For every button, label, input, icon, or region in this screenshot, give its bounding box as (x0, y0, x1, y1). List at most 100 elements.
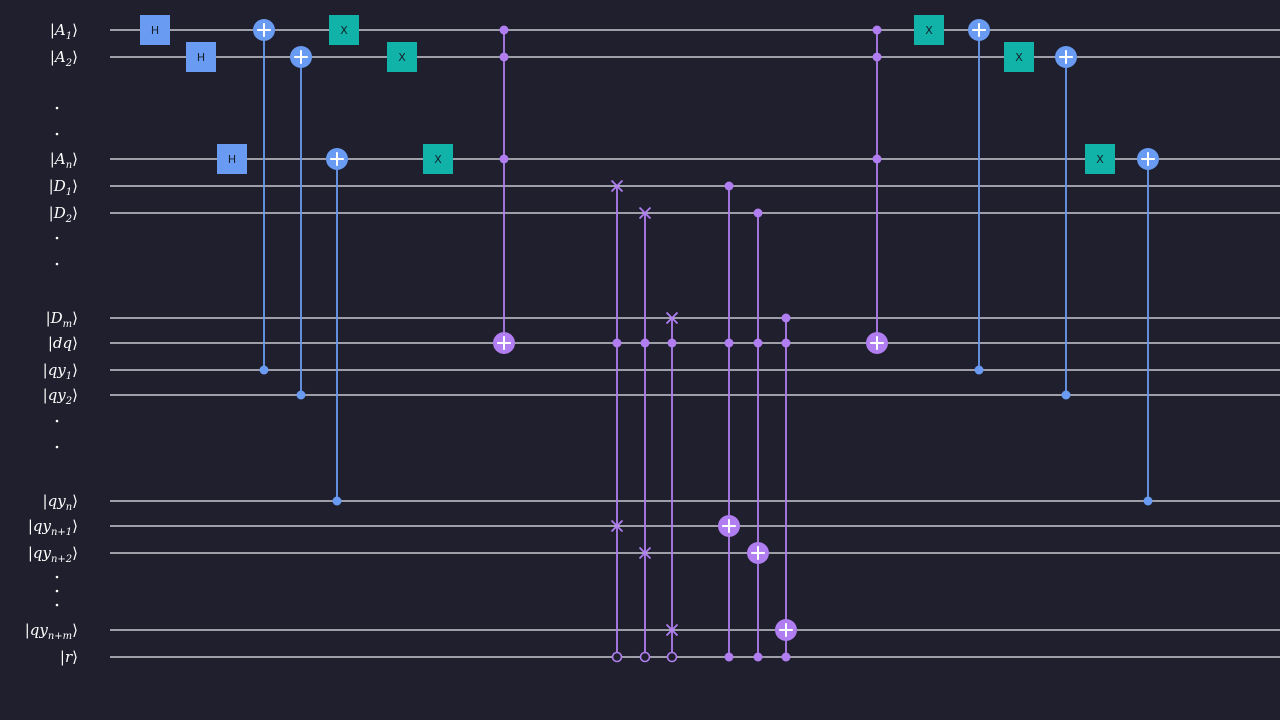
x-gate-21: X (1085, 144, 1115, 174)
control-dot (1143, 496, 1153, 506)
control-dot (499, 154, 509, 164)
ket-subscript: 2 (65, 214, 72, 225)
ket-close: ⟩ (72, 492, 78, 510)
gate-label: X (925, 24, 933, 37)
ket-close: ⟩ (72, 309, 78, 327)
control-dot (872, 25, 882, 35)
ket-open: | (50, 48, 55, 66)
ellipsis-dot (55, 419, 59, 423)
cnot-gate-22 (1137, 148, 1159, 506)
ket-subscript: n+2 (51, 554, 72, 565)
ket-close: ⟩ (72, 334, 78, 352)
swap-cross (665, 623, 679, 637)
control-dot (724, 181, 734, 191)
x-gate-6: X (329, 15, 359, 45)
qubit-label-D2: |D2⟩ (49, 204, 78, 225)
target-plus (866, 332, 888, 354)
ket-open: | (49, 204, 54, 222)
target-plus (253, 19, 275, 41)
ket-close: ⟩ (72, 386, 78, 404)
qubit-label-qyn: |qyn⟩ (43, 492, 78, 513)
cswap-gate-10 (610, 179, 624, 663)
ket-open: | (43, 492, 48, 510)
qubit-label-qynm: |qyn+m⟩ (25, 621, 78, 642)
control-dot (499, 25, 509, 35)
gate-box (1085, 144, 1115, 174)
control-dot (872, 52, 882, 62)
control-dot (1061, 390, 1071, 400)
target-plus (493, 332, 515, 354)
mcx-gate-15 (775, 313, 797, 662)
gate-label: X (340, 24, 348, 37)
ellipsis-dot (55, 262, 59, 266)
ket-open: | (49, 177, 54, 195)
ellipsis-dot (55, 106, 59, 110)
control-dot (753, 208, 763, 218)
gate-box (186, 42, 216, 72)
target-plus (718, 515, 740, 537)
control-dot (753, 652, 763, 662)
x-gate-7: X (387, 42, 417, 72)
cswap-gate-12 (665, 311, 679, 663)
ket-symbol: D (53, 204, 66, 222)
control-dot (332, 496, 342, 506)
qubit-labels: |A1⟩|A2⟩|An⟩|D1⟩|D2⟩|Dm⟩|dq⟩|qy1⟩|qy2⟩|q… (25, 21, 78, 666)
mcx-gate-14 (747, 208, 769, 662)
control-dot (499, 52, 509, 62)
qubit-label-qy2: |qy2⟩ (43, 386, 78, 407)
gate-box (423, 144, 453, 174)
cnot-gate-4 (290, 46, 312, 400)
qubit-label-qyn1: |qyn+1⟩ (28, 517, 78, 538)
target-plus (290, 46, 312, 68)
mcx-gate-13 (718, 181, 740, 662)
ket-subscript: 1 (66, 371, 72, 382)
control-dot (640, 338, 650, 348)
ket-subscript: n (66, 160, 72, 171)
open-control-dot (666, 651, 678, 663)
gate-label: H (151, 24, 159, 37)
ket-close: ⟩ (72, 48, 78, 66)
mcx-gate-16 (866, 25, 888, 354)
vertical-ellipses (55, 106, 59, 607)
qubit-label-qy1: |qy1⟩ (43, 361, 78, 382)
ket-symbol: r (65, 648, 73, 666)
ket-open: | (50, 21, 55, 39)
target-plus (775, 619, 797, 641)
ket-symbol: qy (48, 492, 67, 510)
target-plus (747, 542, 769, 564)
gate-label: X (434, 153, 442, 166)
target-plus (326, 148, 348, 170)
ket-open: | (28, 544, 33, 562)
gate-label: H (197, 51, 205, 64)
cswap-gate-11 (638, 206, 652, 663)
ket-symbol: A (53, 150, 66, 168)
control-dot (724, 652, 734, 662)
ket-open: | (28, 517, 33, 535)
ket-open: | (25, 621, 30, 639)
target-plus (968, 19, 990, 41)
ket-close: ⟩ (72, 621, 78, 639)
control-dot (296, 390, 306, 400)
qubit-label-Dm: |Dm⟩ (46, 309, 78, 330)
ket-subscript: m (63, 319, 72, 330)
swap-cross (610, 519, 624, 533)
ket-symbol: A (53, 48, 66, 66)
gate-box (329, 15, 359, 45)
cnot-gate-5 (326, 148, 348, 506)
hadamard-gate-1: H (186, 42, 216, 72)
ket-close: ⟩ (72, 544, 78, 562)
qubit-label-r: |r⟩ (60, 648, 78, 666)
ellipsis-dot (55, 132, 59, 136)
control-dot (724, 338, 734, 348)
ket-open: | (50, 150, 55, 168)
cnot-gate-20 (1055, 46, 1077, 400)
mcx-gate-9 (493, 25, 515, 354)
ket-subscript: 2 (65, 396, 72, 407)
x-gate-19: X (1004, 42, 1034, 72)
control-dot (781, 338, 791, 348)
ellipsis-dot (55, 589, 59, 593)
gate-box (914, 15, 944, 45)
cnot-gate-18 (968, 19, 990, 375)
gate-box (217, 144, 247, 174)
